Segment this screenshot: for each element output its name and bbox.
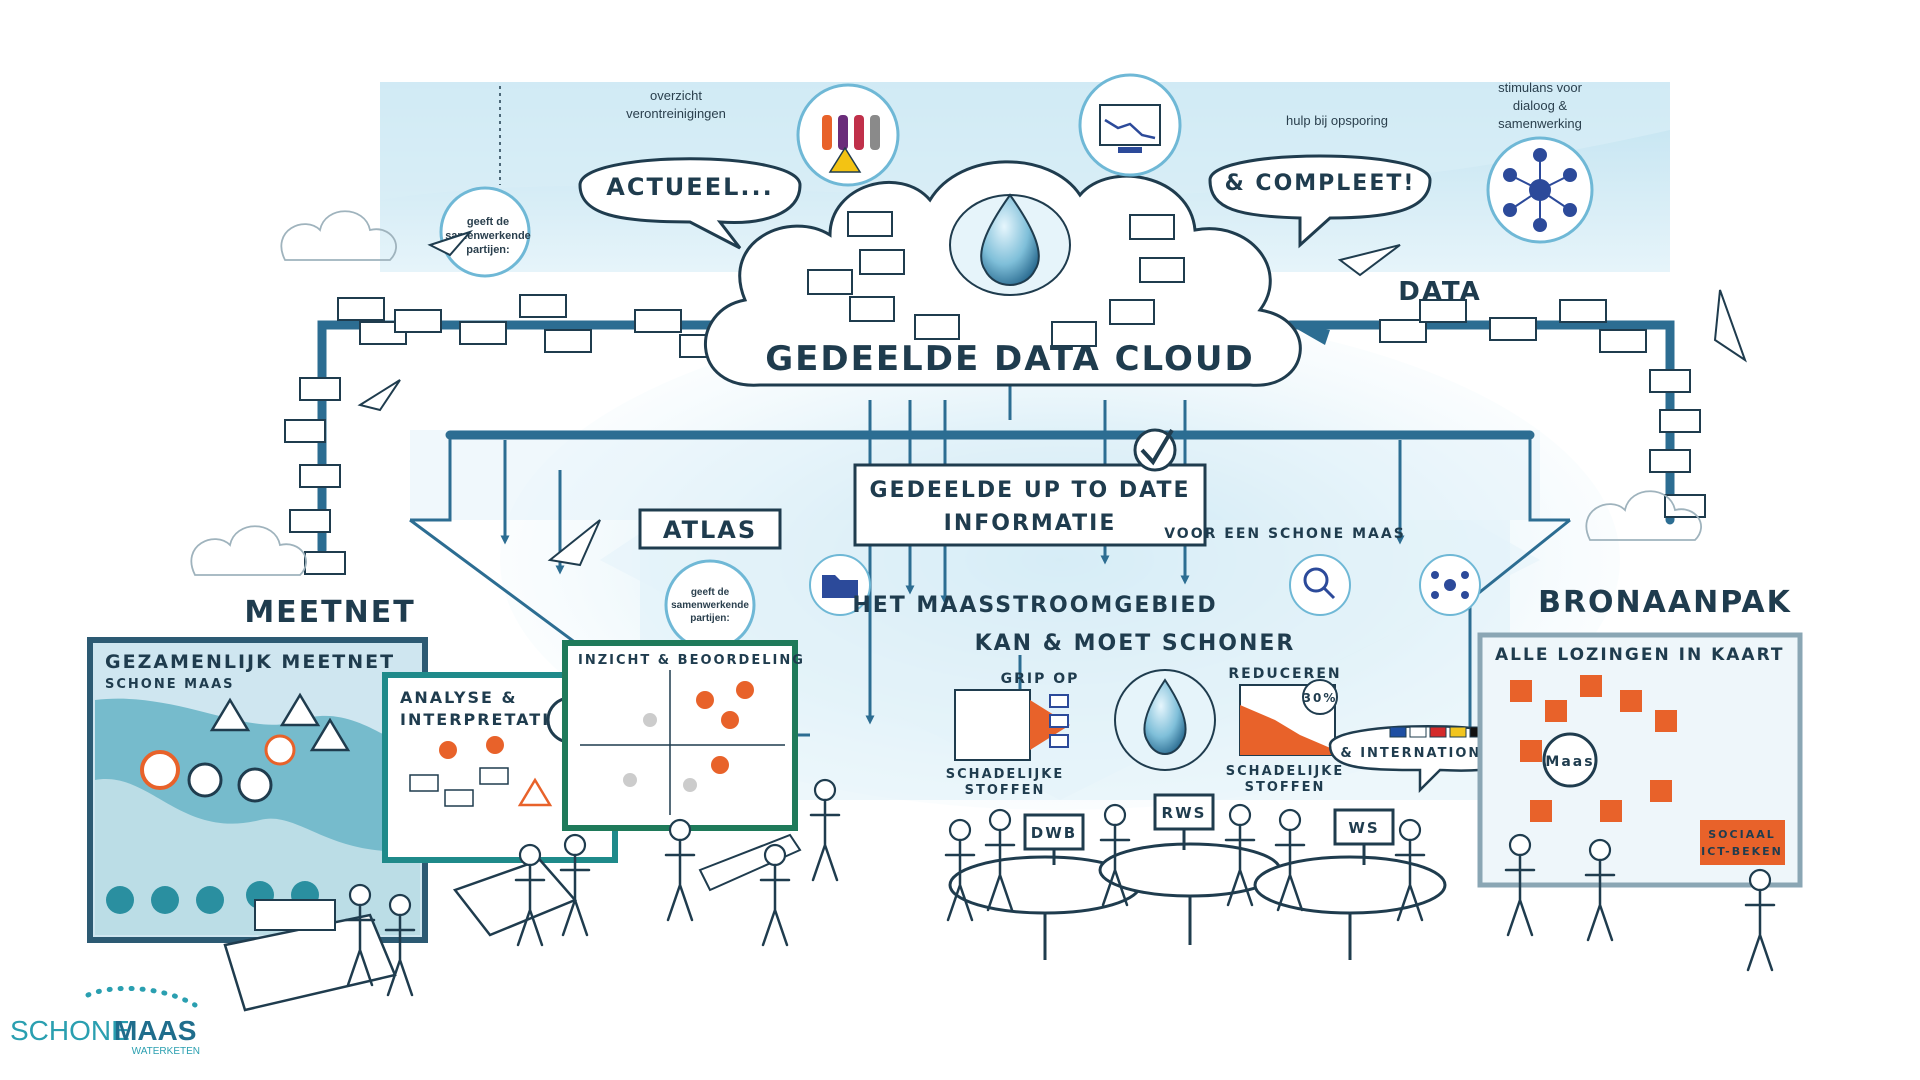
logo-schone: SCHONE <box>10 1015 130 1046</box>
sign-line-2: ICT-BEKEN <box>1701 845 1783 858</box>
rail-cards-left <box>284 294 727 575</box>
board1-sub: SCHONE MAAS <box>105 677 235 692</box>
schadelijke-left-1: SCHADELIJKE <box>946 767 1064 782</box>
percent-label: 30% <box>1303 691 1338 705</box>
board-inzicht-beoordeling: INZICHT & BEOORDELING <box>562 640 805 831</box>
meeting-tables: DWB RWS WS <box>948 793 1447 960</box>
monitor-chart-icon <box>1078 73 1182 177</box>
bubble-actueel-text: ACTUEEL... <box>606 173 773 201</box>
atlas-geeft-1: geeft de <box>691 587 730 598</box>
board3-title: INZICHT & BEOORDELING <box>578 653 805 668</box>
stimulans-line-1: stimulans voor <box>1498 80 1582 95</box>
logo-sub: WATERKETEN <box>132 1046 200 1057</box>
geeft-top-3: partijen: <box>466 244 509 256</box>
atlas-block: ATLAS geeft de samenwerkende partijen: <box>638 508 782 651</box>
overzicht-line-1: overzicht <box>650 88 702 103</box>
info-line-2: INFORMATIE <box>944 511 1117 536</box>
hulp-note: hulp bij opsporing <box>1286 113 1388 128</box>
maas-tag: Maas <box>1545 754 1594 770</box>
bubble-compleet-text: & COMPLEET! <box>1225 171 1416 196</box>
info-pin-icon <box>140 734 296 803</box>
center-line-2: KAN & MOET SCHONER <box>975 631 1296 656</box>
table-sign-ws: WS <box>1348 819 1379 837</box>
atlas-geeft-3: partijen: <box>690 613 729 624</box>
stimulans-line-3: samenwerking <box>1498 116 1582 131</box>
reduceren-label: REDUCEREN <box>1228 666 1341 682</box>
board-bron-title: ALLE LOZINGEN IN KAART <box>1495 645 1785 665</box>
center-line-1: HET MAASSTROOMGEBIED <box>852 593 1217 618</box>
geeft-top-1: geeft de <box>467 216 509 228</box>
test-tubes-icon <box>796 83 900 187</box>
atlas-label: ATLAS <box>663 516 757 544</box>
info-line-1: GEDEELDE UP TO DATE <box>869 478 1190 503</box>
grip-op-panel: GRIP OP SCHADELIJKE STOFFEN <box>946 671 1080 798</box>
schadelijke-right-1: SCHADELIJKE <box>1226 764 1344 779</box>
atlas-geeft-2: samenwerkende <box>671 600 749 611</box>
grip-op-label: GRIP OP <box>1001 671 1080 687</box>
flag-icon <box>1409 726 1427 738</box>
info-banner: GEDEELDE UP TO DATE INFORMATIE <box>853 428 1207 547</box>
board-alle-lozingen: ALLE LOZINGEN IN KAART Maas SOCIAAL ICT-… <box>1477 632 1803 888</box>
people <box>344 778 1776 997</box>
reduceren-panel: REDUCEREN 30% SCHADELIJKE STOFFEN <box>1226 666 1344 795</box>
logo-maas: MAAS <box>114 1015 196 1046</box>
network-icon <box>1486 136 1594 244</box>
paper-plane-icon <box>357 229 1747 567</box>
bronaanpak-heading: BRONAANPAK <box>1538 585 1792 620</box>
board2-title-1: ANALYSE & <box>400 688 517 707</box>
board1-title: GEZAMENLIJK MEETNET <box>105 651 395 673</box>
data-cloud: GEDEELDE DATA CLOUD <box>703 160 1302 387</box>
stimulans-line-2: dialoog & <box>1513 98 1568 113</box>
magnifier-icon <box>1289 554 1351 616</box>
flag-icon <box>1389 726 1407 738</box>
bubble-compleet: & COMPLEET! <box>1208 154 1432 249</box>
sketch-clouds <box>190 210 1702 576</box>
flag-icon <box>1449 726 1467 738</box>
meetnet-heading: MEETNET <box>244 595 415 630</box>
rail-cards-right <box>1379 299 1706 518</box>
cloud-title: GEDEELDE DATA CLOUD <box>765 339 1255 379</box>
table-sign-dwb: DWB <box>1031 824 1077 842</box>
schone-maas-logo: SCHONE MAAS WATERKETEN <box>10 986 200 1057</box>
table-sign-rws: RWS <box>1162 804 1207 822</box>
center-drop <box>1114 669 1216 771</box>
bubble-actueel: ACTUEEL... <box>578 157 802 250</box>
geeft-de-circle-top: geeft de samenwerkende partijen: <box>439 186 531 278</box>
voor-schone-maas: VOOR EEN SCHONE MAAS <box>1164 526 1406 542</box>
overzicht-line-2: verontreinigingen <box>626 106 726 121</box>
data-label: DATA <box>1398 277 1482 307</box>
schadelijke-left-2: STOFFEN <box>965 783 1046 798</box>
board-gezamenlijk-meetnet: GEZAMENLIJK MEETNET SCHONE MAAS <box>87 637 428 943</box>
internationaal-text: & INTERNATIONAAL <box>1340 746 1515 761</box>
warning-icon <box>209 692 351 752</box>
network-small-icon <box>1419 554 1481 616</box>
folder-gear-icon <box>809 554 871 616</box>
flag-icon <box>1429 726 1447 738</box>
board2-title-2: INTERPRETATIE <box>400 710 563 729</box>
sign-line-1: SOCIAAL <box>1708 828 1775 841</box>
schadelijke-right-2: STOFFEN <box>1245 780 1326 795</box>
